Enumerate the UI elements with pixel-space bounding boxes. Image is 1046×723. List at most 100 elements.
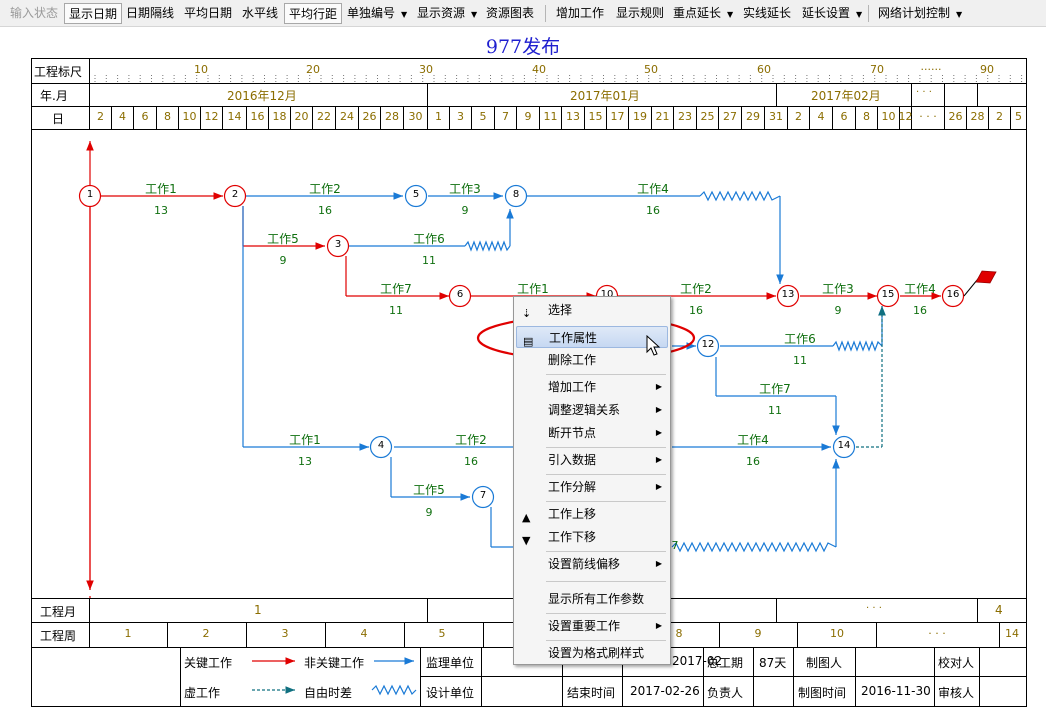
menu-item-move-down[interactable]: ▼ 工作下移: [516, 526, 668, 548]
add-work-button[interactable]: 增加工作: [556, 6, 605, 20]
work-name: 工作7: [380, 282, 412, 296]
day-label: 11: [543, 110, 558, 123]
menu-item-arrow-offset[interactable]: 设置箭线偏移▶: [516, 553, 668, 575]
menu-item-move-up[interactable]: ▲工作上移: [516, 503, 668, 525]
show-resource-dropdown[interactable]: 显示资源▼: [413, 3, 481, 24]
network-node[interactable]: [504, 184, 528, 208]
menu-item-delete-work[interactable]: 删除工作: [516, 349, 668, 371]
menu-item-show-all-params[interactable]: 显示所有工作参数: [516, 588, 668, 610]
average-date-button[interactable]: 平均日期: [184, 6, 233, 20]
work-duration: 9: [461, 204, 469, 217]
work-duration: 16: [913, 304, 927, 317]
node-number: 1: [86, 189, 94, 200]
menu-item-format-painter[interactable]: 设置为格式刷样式: [516, 642, 668, 664]
end-time-value: 2017-02-26: [630, 684, 700, 698]
move-up-icon: ▲: [522, 511, 531, 524]
node-number: 4: [377, 440, 385, 451]
network-node[interactable]: [369, 435, 393, 459]
show-rules-button[interactable]: 显示规则: [616, 6, 665, 20]
submenu-arrow-icon: ▶: [655, 382, 662, 391]
day-label: 4: [817, 110, 825, 123]
menu-item-label: 工作属性: [549, 331, 598, 345]
network-node[interactable]: [876, 284, 900, 308]
network-node[interactable]: [471, 485, 495, 509]
week-label: 3: [281, 627, 289, 640]
network-node[interactable]: [832, 435, 856, 459]
menu-separator: [546, 374, 666, 375]
menu-item-select[interactable]: ⇣选择: [516, 299, 668, 321]
start-time-value: 2017-02: [672, 654, 723, 668]
day-label: 15: [588, 110, 603, 123]
menu-item-work-properties[interactable]: ▤工作属性: [516, 326, 668, 348]
work-name: 工作2: [680, 282, 712, 296]
day-label: 2: [97, 110, 104, 123]
menu-item-label: 工作下移: [548, 530, 597, 544]
menu-item-break-node[interactable]: 断开节点▶: [516, 422, 668, 444]
day-label: 2: [996, 110, 1003, 123]
network-node[interactable]: [696, 334, 720, 358]
input-state-button[interactable]: 输入状态: [10, 6, 59, 20]
move-down-icon: ▼: [522, 534, 531, 547]
week-label: 4: [360, 627, 368, 640]
menu-item-work-breakdown[interactable]: 工作分解▶: [516, 476, 668, 498]
extend-settings-dropdown[interactable]: 延长设置▼: [798, 3, 866, 24]
network-plan-control-dropdown[interactable]: 网络计划控制▼: [874, 3, 966, 24]
dummy-arrows: [856, 306, 886, 448]
average-row-spacing-button[interactable]: 平均行距: [284, 3, 343, 24]
chevron-down-icon: ▼: [727, 10, 734, 19]
menu-item-adjust-logic[interactable]: 调整逻辑关系▶: [516, 399, 668, 421]
menu-item-label: 引入数据: [548, 453, 597, 467]
supervisor-label: 监理单位: [426, 656, 475, 670]
scale-tick-label: 50: [644, 63, 658, 76]
work-duration: 11: [793, 354, 807, 367]
week-label: · · ·: [928, 627, 946, 640]
draw-time-label: 制图时间: [798, 686, 847, 700]
day-label: 10: [182, 110, 197, 123]
menu-item-import-data[interactable]: 引入数据▶: [516, 449, 668, 471]
menu-item-label: 设置箭线偏移: [548, 557, 621, 571]
scale-tick-label: 10: [194, 63, 208, 76]
day-label: 12: [898, 110, 913, 123]
week-label: 14: [1005, 627, 1019, 640]
work-name: 工作6: [413, 232, 445, 246]
show-date-button[interactable]: 显示日期: [64, 3, 123, 24]
date-grid-button[interactable]: 日期隔线: [126, 6, 175, 20]
key-extend-dropdown[interactable]: 重点延长▼: [669, 3, 737, 24]
network-node[interactable]: [941, 284, 965, 308]
day-label: 26: [362, 110, 377, 123]
single-numbering-label: 单独编号: [347, 6, 396, 20]
horizontal-line-button[interactable]: 水平线: [242, 6, 279, 20]
menu-item-label: 断开节点: [548, 426, 597, 440]
work-name: 工作3: [822, 282, 854, 296]
resource-chart-button[interactable]: 资源图表: [486, 6, 535, 20]
network-node[interactable]: [78, 184, 102, 208]
day-label: 6: [141, 110, 149, 123]
network-node[interactable]: [404, 184, 428, 208]
network-node[interactable]: [223, 184, 247, 208]
chevron-down-icon: ▼: [401, 10, 408, 19]
day-label: 5: [479, 110, 487, 123]
menu-item-add-work[interactable]: 增加工作▶: [516, 376, 668, 398]
network-node[interactable]: [448, 284, 472, 308]
month-row-label: 年.月: [40, 89, 68, 103]
scale-tick-label: 20: [306, 63, 320, 76]
node-number: 2: [231, 189, 239, 200]
day-label: 16: [250, 110, 265, 123]
month-ellipsis: · · ·: [916, 87, 932, 98]
network-node[interactable]: [776, 284, 800, 308]
finish-flag-icon: [963, 270, 997, 297]
single-numbering-dropdown[interactable]: 单独编号 ▼: [343, 3, 411, 24]
day-label: 18: [272, 110, 287, 123]
reviewer-label: 审核人: [938, 686, 975, 700]
drafter-label: 制图人: [806, 656, 843, 670]
solid-extend-button[interactable]: 实线延长: [743, 6, 792, 20]
week-label: 9: [754, 627, 762, 640]
week-label: 1: [124, 627, 132, 640]
menu-item-set-important[interactable]: 设置重要工作▶: [516, 615, 668, 637]
month-label: 2017年02月: [811, 89, 881, 103]
day-label: 23: [678, 110, 692, 123]
network-node[interactable]: [326, 234, 350, 258]
work-duration: 11: [768, 404, 782, 417]
chevron-down-icon: ▼: [956, 10, 963, 19]
